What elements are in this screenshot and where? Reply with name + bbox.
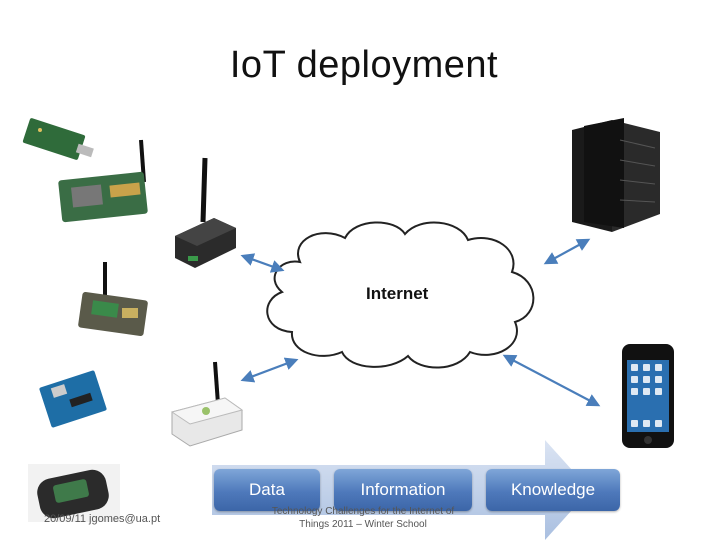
- footer-date-email: 20/09/11 jgomes@ua.pt: [44, 513, 161, 525]
- arrow-phone-cloud: [502, 354, 601, 407]
- arrow-router-cloud: [240, 357, 299, 383]
- step-data-label: Data: [249, 480, 285, 499]
- connection-arrows: [240, 238, 601, 407]
- footer-event: Technology Challenges for the Internet o…: [248, 505, 478, 531]
- sensor-board-icon: [22, 118, 94, 160]
- wearable-sensor-icon: [28, 464, 120, 522]
- wifi-router-icon: [170, 361, 244, 447]
- step-information-label: Information: [360, 480, 446, 499]
- smartphone-icon: [622, 344, 674, 448]
- cloud-label: Internet: [366, 284, 429, 303]
- radio-board-icon: [78, 262, 148, 337]
- step-information: Information: [334, 469, 472, 511]
- footer-event-line2: Things 2011 – Winter School: [299, 519, 427, 530]
- step-knowledge: Knowledge: [486, 469, 620, 511]
- gateway-router-icon: [175, 157, 236, 268]
- slide-title: IoT deployment: [229, 44, 499, 86]
- step-knowledge-label: Knowledge: [510, 480, 596, 499]
- arduino-icon: [39, 370, 107, 428]
- zigbee-module-icon: [58, 139, 148, 223]
- internet-cloud-icon: [266, 221, 535, 369]
- arrow-gateway-cloud: [240, 253, 285, 273]
- step-data: Data: [214, 469, 320, 511]
- footer-event-line1: Technology Challenges for the Internet o…: [271, 506, 455, 517]
- arrow-server-cloud: [543, 238, 591, 265]
- server-rack-icon: [572, 118, 660, 232]
